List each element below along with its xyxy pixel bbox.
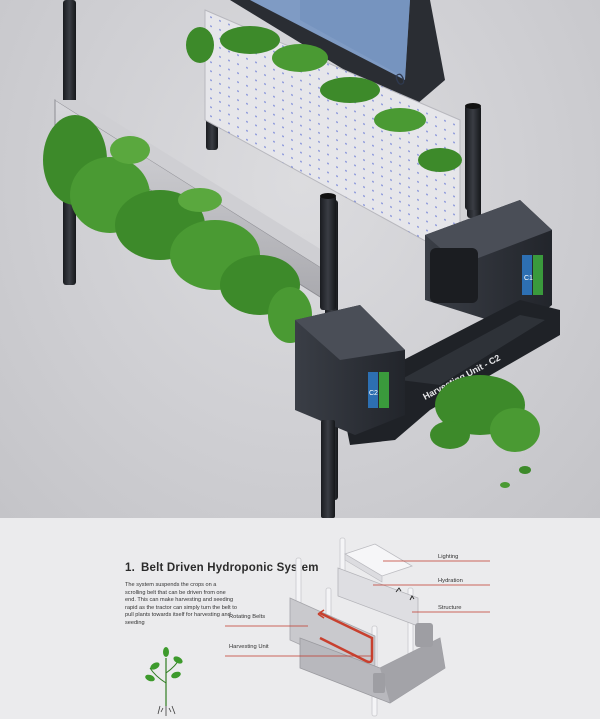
rotating-belt (319, 611, 374, 664)
seedling-icon (149, 657, 181, 716)
section-description: The system suspends the crops on a scrol… (125, 582, 237, 626)
lower-foliage (43, 115, 312, 343)
section-number: 1. (125, 562, 135, 574)
pole (465, 105, 481, 210)
pole (321, 420, 335, 518)
module-code: C1 (524, 275, 533, 282)
info-panel: 1. Belt Driven Hydroponic System The syst… (0, 518, 600, 719)
seedling-leaves (145, 647, 183, 682)
label-structure: Structure (438, 605, 462, 611)
falling-foliage (430, 375, 540, 488)
section-heading: 1. Belt Driven Hydroponic System (125, 562, 319, 574)
render-illustration: 0 1 (43, 0, 560, 518)
label-hydration: Hydration (438, 578, 463, 584)
exploded-diagram (145, 537, 490, 717)
module-code: C2 (369, 390, 378, 397)
leader-lines (225, 560, 490, 657)
hydroponic-render: 0 1 (0, 0, 600, 518)
label-lighting: Lighting (438, 554, 459, 560)
pole (320, 195, 336, 310)
upper-foliage (186, 26, 462, 172)
label-harvesting-unit: Harvesting Unit (229, 644, 269, 650)
label-rotating-belts: Rotating Belts (229, 614, 266, 620)
section-title: Belt Driven Hydroponic System (141, 562, 319, 574)
